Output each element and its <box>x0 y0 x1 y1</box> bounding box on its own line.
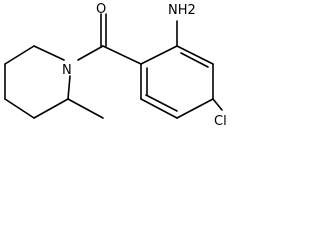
bond-carbonyl-n <box>77 45 104 61</box>
atom-amine-text: NH2 <box>168 3 196 18</box>
bond-pip-2 <box>4 45 35 65</box>
bond-ring-1 <box>140 45 178 65</box>
bond-ring-2 <box>176 45 214 65</box>
structure-diagram: O NH2 N Cl <box>4 2 227 129</box>
atom-nitrogen: N <box>62 63 72 78</box>
bond-pip-4 <box>4 98 35 119</box>
bond-ring-5 <box>140 98 178 119</box>
bond-c-cl <box>212 98 223 111</box>
bond-pip-5 <box>33 98 69 119</box>
bond-ring-2-inner <box>180 52 209 68</box>
atom-chlorine: Cl <box>214 114 227 129</box>
bond-pip-6 <box>67 75 71 100</box>
atom-amine: NH2 <box>168 3 196 18</box>
bond-carbonyl-ring <box>102 45 142 65</box>
bond-ring-5-inner <box>145 94 178 112</box>
atom-oxygen: O <box>96 2 106 17</box>
bond-pip-1 <box>33 45 65 61</box>
bond-ring-4 <box>176 98 214 119</box>
bond-methyl <box>67 98 104 119</box>
